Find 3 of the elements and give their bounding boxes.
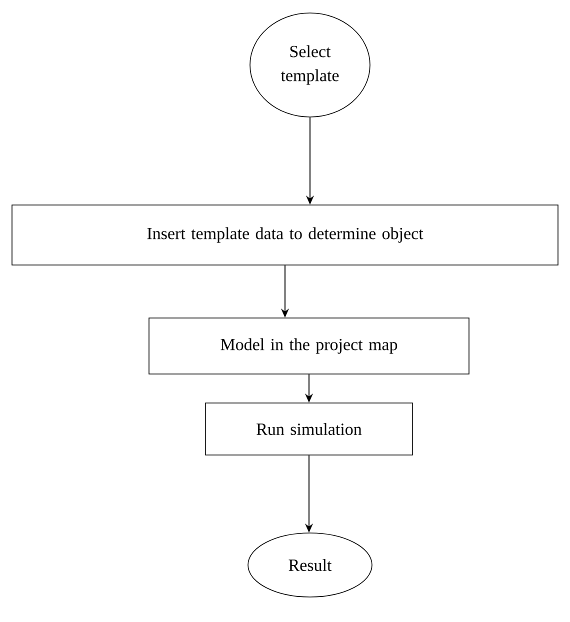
process-box: Model in the project map [148,318,470,374]
process-box: Run simulation [205,402,413,456]
process-box: Insert template data to determine object [12,204,558,266]
